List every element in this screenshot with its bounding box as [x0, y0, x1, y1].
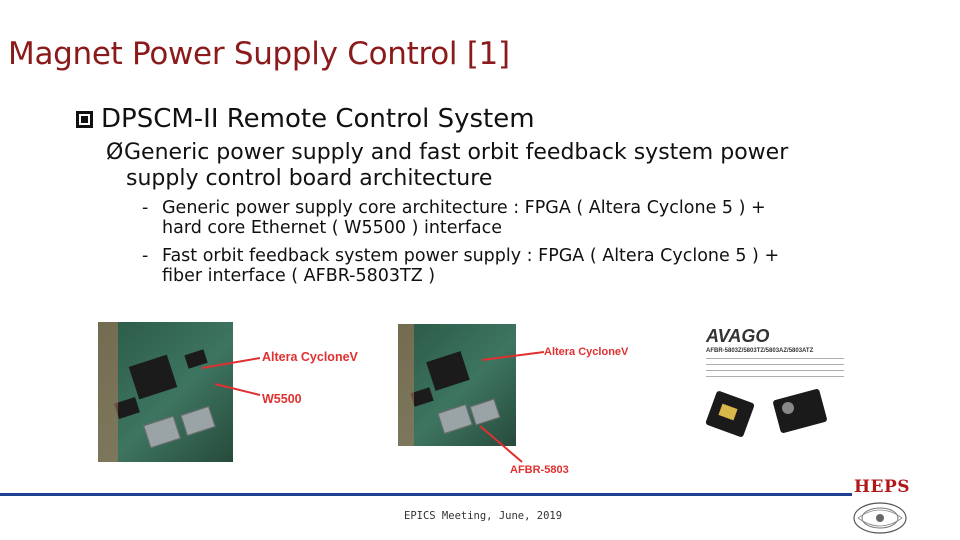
heps-logo-icon [853, 502, 907, 534]
bullet-level1: DPSCM-II Remote Control System [76, 104, 535, 134]
bullet-level2-line1: Generic power supply and fast orbit feed… [124, 140, 789, 165]
bullet-level3-item: -Fast orbit feedback system power supply… [142, 246, 882, 286]
annotation-arrows-left [201, 357, 261, 396]
avago-logo: AVAGO [706, 326, 770, 346]
heps-brand: HEPS [854, 477, 911, 497]
bullet-level3-line: fiber interface ( AFBR-5803TZ ) [162, 266, 436, 286]
square-bullet-icon [76, 111, 93, 128]
label-w5500: W5500 [262, 392, 302, 406]
board-photo-right [398, 324, 516, 446]
footer-text: EPICS Meeting, June, 2019 [404, 510, 563, 522]
avago-transceiver-image: AVAGO AFBR-5803Z/5803TZ/5803AZ/5803ATZ [672, 318, 862, 458]
bullet-level2: ØGeneric power supply and fast orbit fee… [106, 140, 846, 192]
bullet-level2-line2: supply control board architecture [126, 166, 493, 191]
bullet-level3-line: Fast orbit feedback system power supply … [162, 246, 780, 266]
transceiver-module-2 [772, 388, 828, 434]
label-altera-right: Altera CycloneV [544, 346, 629, 358]
bullet-level1-text: DPSCM-II Remote Control System [101, 104, 535, 134]
label-altera-left: Altera CycloneV [262, 350, 358, 364]
dash-bullet-icon: - [142, 246, 149, 266]
annotation-arrows-right [479, 351, 545, 463]
board-photo-left [98, 322, 233, 462]
dash-bullet-icon: - [142, 198, 149, 218]
slide-title: Magnet Power Supply Control [1] [8, 36, 510, 72]
avago-part-number: AFBR-5803Z/5803TZ/5803AZ/5803ATZ [706, 348, 814, 354]
arrow-bullet-icon: Ø [106, 140, 124, 165]
footer-divider [0, 493, 852, 496]
bullet-level3-line: hard core Ethernet ( W5500 ) interface [162, 218, 503, 238]
bullet-level3-item: -Generic power supply core architecture … [142, 198, 882, 238]
bullet-level3-line: Generic power supply core architecture :… [162, 198, 766, 218]
avago-fine-print [706, 358, 844, 380]
label-afbr: AFBR-5803 [510, 464, 569, 476]
